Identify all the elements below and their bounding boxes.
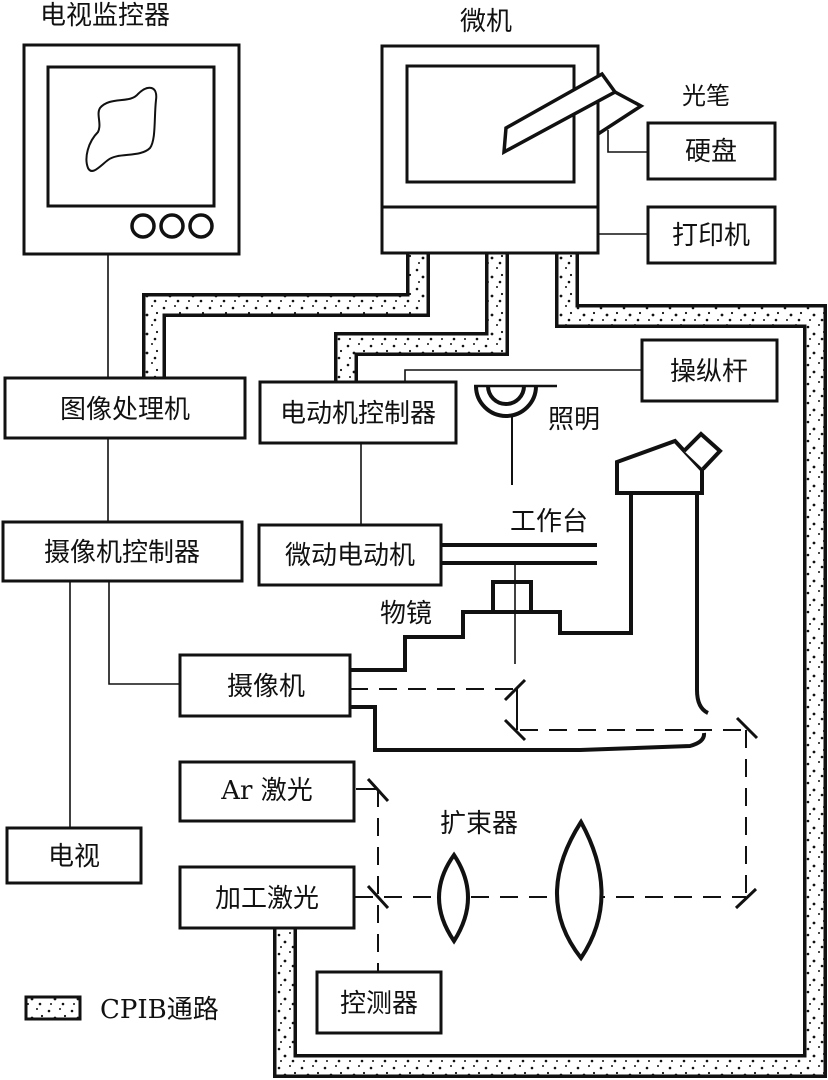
beam-expander-label: 扩束器 [440,809,518,839]
image-processor-box: 图像处理机 [3,376,247,440]
camera-controller-label: 摄像机控制器 [44,538,200,568]
knob-icon [130,213,156,239]
large-lens-icon [555,818,604,962]
cpib-legend-swatch [24,995,82,1021]
beam-expander: 扩束器 [437,809,604,962]
worktable-label: 工作台 [510,507,588,537]
joystick-box: 操纵杆 [640,338,779,403]
mirror-icon [503,718,527,742]
ar-laser-label: Ar 激光 [220,776,312,806]
joystick-connector [404,369,642,382]
motor-controller-label: 电动机控制器 [280,399,436,429]
mirror-icon [503,678,527,702]
legend: CPIB通路 [24,995,219,1025]
printer-label: 打印机 [672,221,750,251]
microcomputer-label: 微机 [460,7,512,37]
microcomputer: 微机 光笔 [380,7,730,255]
printer-box: 打印机 [646,205,777,265]
image-processor-label: 图像处理机 [60,395,190,425]
small-lens-icon [437,851,470,945]
detector-box: 控测器 [315,970,443,1035]
micro-motor-label: 微动电动机 [285,541,415,571]
knob-icon [188,213,214,239]
objective-label: 物镜 [380,599,432,629]
light-pen-label: 光笔 [682,82,730,110]
motor-controller-box: 电动机控制器 [258,380,458,445]
camera-box: 摄像机 [178,653,352,718]
hard-disk-box: 硬盘 [646,121,777,181]
optical-path [350,678,759,972]
cpib-pipe-motor-controller [334,252,509,382]
tv-label: 电视 [48,842,100,872]
tv-box: 电视 [5,826,143,885]
cpib-pipe-processing-laser [273,252,827,1078]
micro-motor-box: 微动电动机 [257,523,443,587]
microscope-body: 物镜 [351,431,723,752]
camera-controller-to-camera-line [108,581,180,685]
knob-icon [159,213,185,239]
illumination-label: 照明 [548,405,600,435]
mirror-icon [366,884,390,910]
mirror-icon [735,716,759,740]
tv-monitor: 电视监控器 [22,1,241,256]
hard-disk-connector [607,130,648,153]
specimen-outline [85,86,158,172]
camera-controller-box: 摄像机控制器 [1,520,244,583]
mirror-icon [734,887,758,910]
detector-label: 控测器 [340,989,418,1019]
cpib-legend-label: CPIB通路 [100,995,219,1025]
tv-monitor-screen [46,65,216,208]
processing-laser-label: 加工激光 [215,884,319,914]
cpib-pipe-image-processor [142,252,430,378]
camera-label: 摄像机 [227,672,305,702]
joystick-label: 操纵杆 [670,357,748,387]
hard-disk-label: 硬盘 [685,137,737,167]
ar-laser-box: Ar 激光 [178,760,356,823]
illumination-lamp-icon [474,384,557,485]
processing-laser-box: 加工激光 [178,865,356,930]
tv-monitor-label: 电视监控器 [40,1,170,31]
worktable: 工作台 [441,507,597,565]
